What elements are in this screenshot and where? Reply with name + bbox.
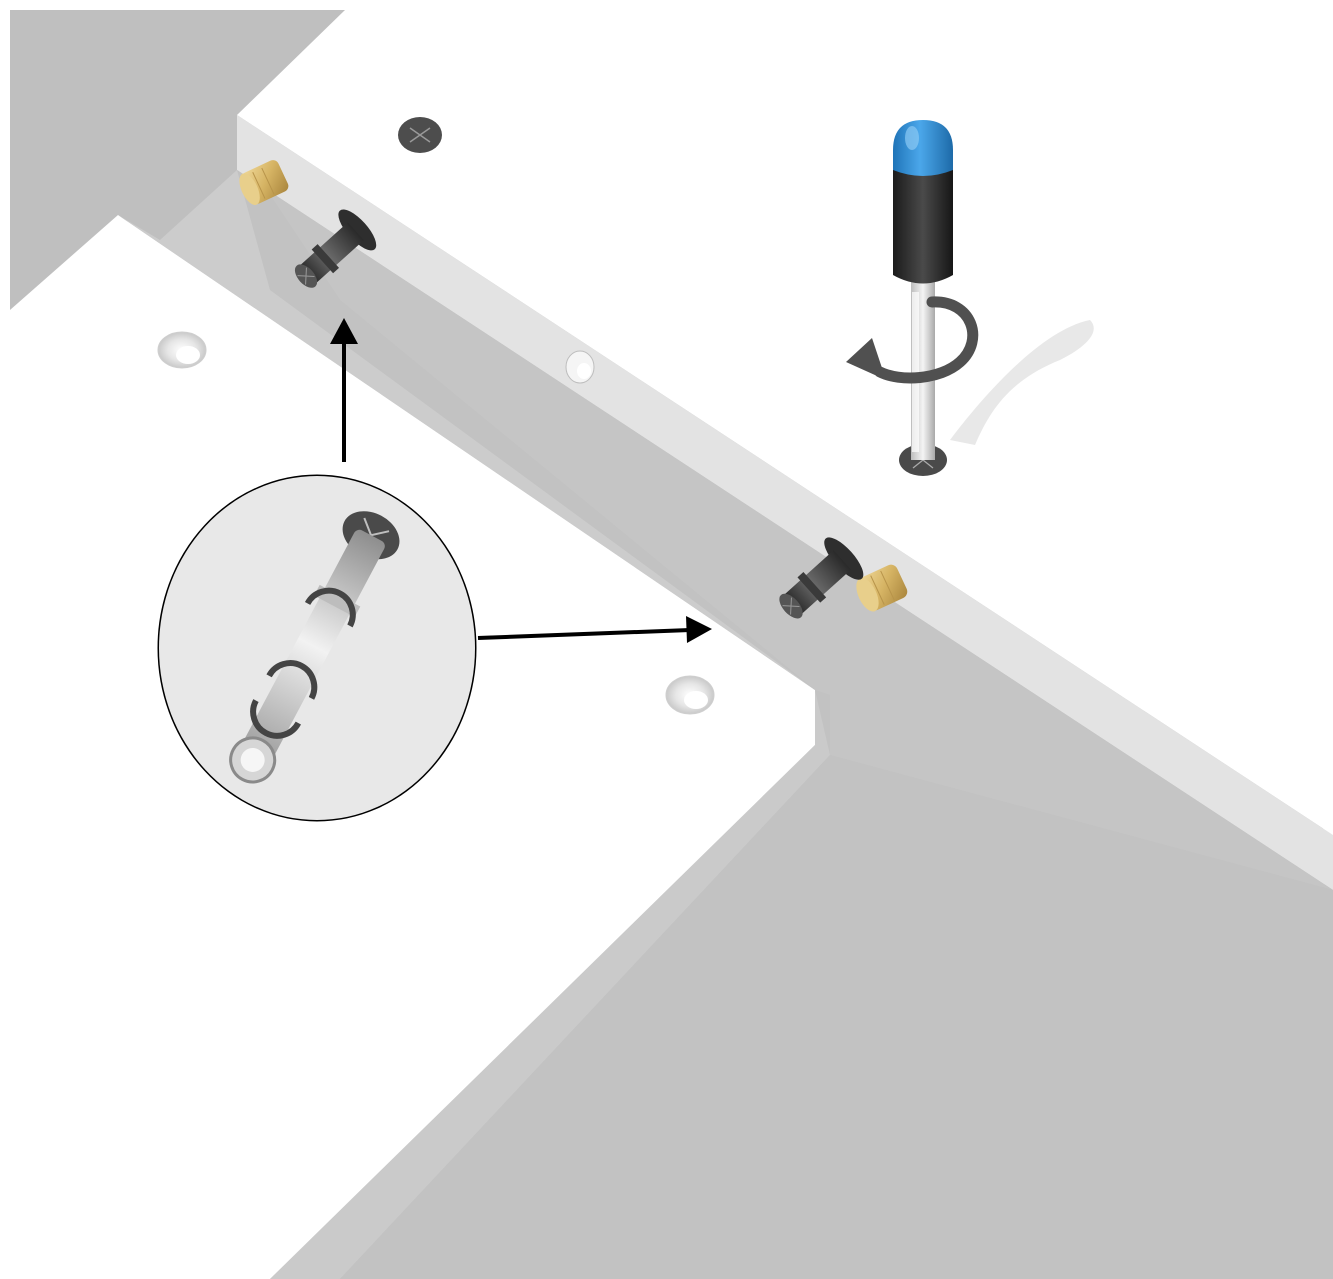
upper-panel (237, 10, 1333, 890)
panel-hole-left (157, 331, 207, 369)
connector-bolt-icon (294, 209, 377, 288)
rotation-arrow-icon (846, 296, 979, 384)
connector-bolt-icon (779, 537, 864, 619)
pointer-arrow-icon (477, 616, 712, 643)
screwdriver-icon (893, 120, 1094, 476)
pointer-arrow-icon (330, 318, 358, 462)
panel-hole-edge (565, 350, 595, 384)
wooden-dowel-icon (239, 160, 289, 205)
magnified-callout-icon (157, 474, 477, 822)
wooden-dowel-icon (856, 564, 908, 612)
panel-shadow (118, 170, 1333, 1279)
panel-hole-right (665, 675, 715, 715)
cam-lock-hole (398, 117, 442, 153)
